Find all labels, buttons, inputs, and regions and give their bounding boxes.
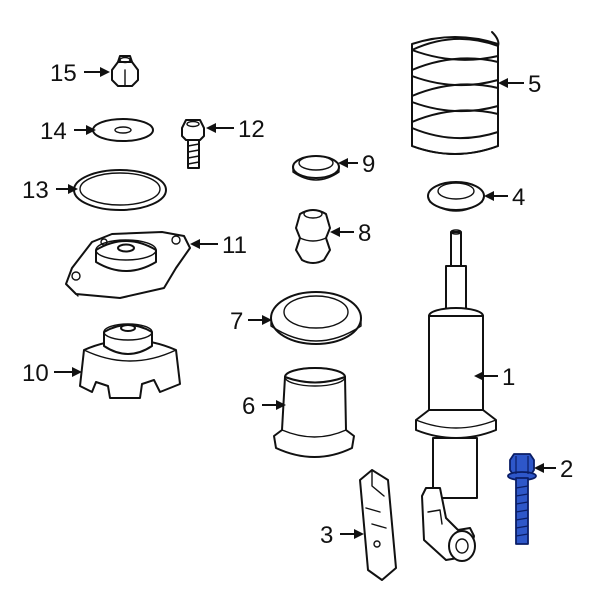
part-14-washer[interactable]: [92, 118, 154, 142]
part-10-bumper-housing[interactable]: [79, 323, 181, 399]
part-11-strut-mount[interactable]: [65, 231, 191, 299]
part-12-bolt[interactable]: [181, 119, 205, 169]
part-6-dust-boot[interactable]: [273, 367, 355, 458]
part-13-gasket[interactable]: [73, 169, 167, 211]
part-9-seat-ring[interactable]: [292, 155, 340, 181]
callout-label-1: 1: [502, 364, 515, 391]
callout-label-10: 10: [22, 360, 49, 387]
part-8-bump-stop[interactable]: [295, 209, 331, 264]
callout-labels: 15 14 13 12 11 10 9 8 7 6 5 4 1 2 3: [22, 60, 573, 549]
part-2-bolt-highlighted[interactable]: [507, 453, 537, 545]
callout-label-3: 3: [320, 522, 333, 549]
callout-label-7: 7: [230, 308, 243, 335]
part-5-coil-spring[interactable]: [411, 31, 500, 155]
callout-label-12: 12: [238, 116, 265, 143]
callout-label-5: 5: [528, 71, 541, 98]
callout-label-11: 11: [222, 232, 247, 259]
callout-label-15: 15: [50, 60, 77, 87]
callout-label-4: 4: [512, 184, 525, 211]
part-7-spring-seat[interactable]: [270, 291, 362, 345]
part-1-strut[interactable]: [415, 229, 497, 562]
callout-label-13: 13: [22, 177, 49, 204]
callout-label-9: 9: [362, 151, 375, 178]
callout-label-6: 6: [242, 393, 255, 420]
part-3-bracket[interactable]: [359, 469, 397, 581]
part-15-nut[interactable]: [111, 55, 139, 87]
callout-arrows: [54, 67, 556, 539]
part-4-spring-isolator[interactable]: [427, 181, 485, 212]
callout-label-14: 14: [40, 118, 67, 145]
callout-label-2: 2: [560, 456, 573, 483]
callout-label-8: 8: [358, 220, 371, 247]
